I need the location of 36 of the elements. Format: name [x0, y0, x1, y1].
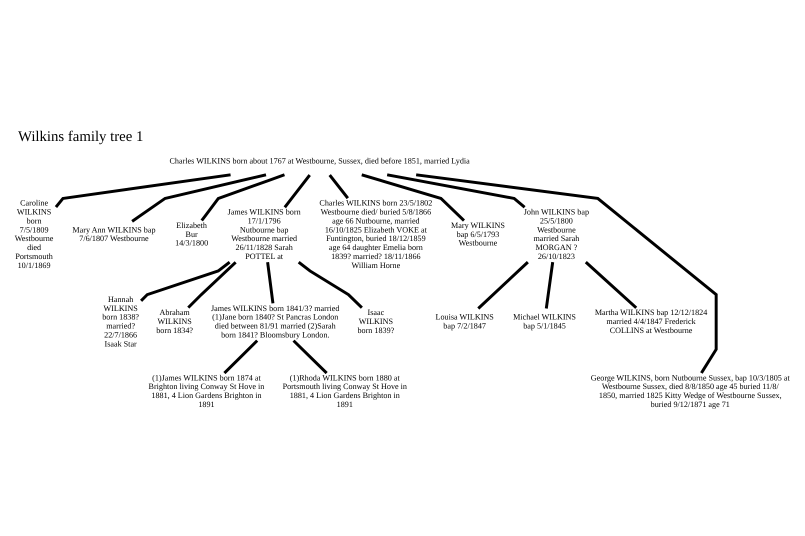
node-text: Hannah WILKINS born 1838? married? 22/7/1866 Isaak Star — [102, 294, 140, 348]
connector — [584, 261, 638, 309]
node-text: George WILKINS, born Nutbourne Sussex, bap 10/3/1805 at Westbourne Sussex, died 8/8/1850 age 45 buried 11/8/ 1850, married 1825 Kitty Wedge of Westbourne Sussex, buried 9/12/1871 age 71 — [590, 373, 790, 409]
connector — [223, 340, 258, 374]
connector — [140, 261, 231, 302]
node-text: Caroline WILKINS born 7/5/1809 Westbourne died Portsmouth 10/1/1869 — [14, 198, 54, 270]
node-text: Martha WILKINS bap 12/12/1824 married 4/4/1847 Frederick COLLINS at Westbourne — [594, 308, 708, 335]
connector — [54, 173, 231, 208]
node-text: Abraham WILKINS born 1834? — [156, 308, 194, 335]
connector — [284, 174, 311, 208]
node-text: James WILKINS born 17/1/1796 Nutbourne bap Westbourne married 26/11/1828 Sarah POTTEL at — [228, 208, 301, 261]
connector — [386, 173, 526, 208]
node-text: Charles WILKINS born 23/5/1802 Westbourne died/ buried 5/8/1866 age 66 Nutbourne, married 16/10/1825 Elizabeth VOKE at Funtington, buried 18/12/1859 age 64 daughter Emelia born 1839? married? 18/11/1866 William Horne — [319, 198, 432, 270]
node-text: John WILKINS bap 25/5/1800 Westbourne married Sarah MORGAN ? 26/10/1823 — [524, 208, 590, 261]
connector — [131, 173, 266, 223]
node-text: Mary WILKINS bap 6/5/1793 Westbourne — [451, 220, 505, 248]
node-text: Mary Ann WILKINS bap 7/6/1807 Westbourne — [72, 225, 156, 244]
connector — [187, 261, 237, 309]
connector — [361, 173, 465, 222]
node-text: Louisa WILKINS bap 7/2/1847 — [435, 312, 494, 331]
connector — [298, 261, 363, 309]
node-text: James WILKINS born 1841/3? married (1)Jane born 1840? St Pancras London died between 81/91 married (2)Sarah born 1841? Bloomsbury London. — [211, 304, 340, 340]
connector — [200, 173, 285, 222]
node-text: Elizabeth Bur 14/3/1800 — [175, 220, 208, 248]
node-text: (1)Rhoda WILKINS born 1880 at Portsmouth living Conway St Hove in 1881, 4 Lion Gardens Brighton in 1891 — [282, 373, 407, 409]
node-text: (1)James WILKINS born 1874 at Brighton living Conway St Hove in 1881, 4 Lion Gardens Brighton in 1891 — [148, 373, 264, 409]
node-text: Michael WILKINS bap 5/1/1845 — [513, 312, 576, 331]
connector — [292, 340, 328, 374]
diagram-title: Wilkins family tree 1 — [18, 128, 144, 145]
node-text: Charles WILKINS born about 1767 at Westbourne, Sussex, died before 1851, married Lydia — [169, 156, 470, 166]
connector — [266, 262, 274, 304]
connector — [544, 262, 554, 309]
connector — [328, 174, 349, 200]
node-text: Isaac WILKINS born 1839? — [357, 308, 394, 335]
connector — [477, 261, 529, 310]
connector — [416, 173, 718, 374]
